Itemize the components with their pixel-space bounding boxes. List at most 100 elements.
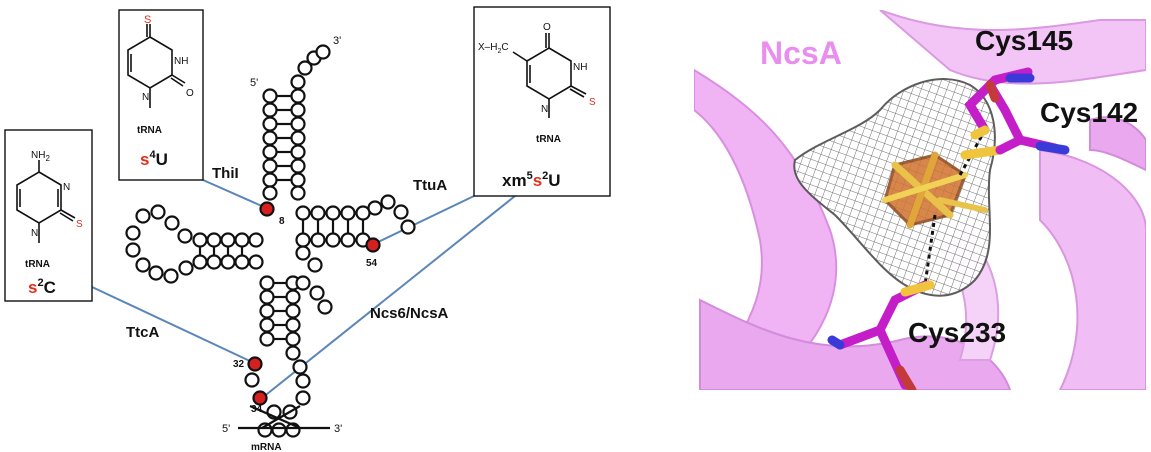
mrna-label: mRNA — [251, 442, 282, 452]
acceptor-3-nuc — [290, 102, 306, 118]
trna-5prime-label: 5' — [250, 77, 258, 89]
position-8-label: 8 — [279, 216, 285, 227]
d-loop-nuc — [135, 257, 151, 273]
d-connector-nuc — [248, 254, 264, 270]
acceptor-5-nuc — [262, 102, 278, 118]
mrna-5prime-label: 5' — [222, 423, 230, 435]
t-stem-nuc — [310, 232, 326, 248]
anticodon-loop-nuc — [252, 390, 268, 406]
s4u-nh: NH — [174, 56, 188, 67]
acceptor-3-nuc — [290, 158, 306, 174]
acceptor-5-nuc — [262, 172, 278, 188]
box-xm5s2u: X–H2C O NH S N tRNA xm5s2U — [473, 6, 611, 197]
callout-thil — [202, 179, 265, 208]
mrna: 5' 3' mRNA — [222, 404, 342, 452]
mrna-codon-nuc — [271, 422, 287, 438]
t-variable-nuc — [307, 257, 323, 273]
acceptor-3-nuc — [290, 88, 306, 104]
anticodon-stem-nuc — [259, 303, 275, 319]
residue-cys233: Cys233 — [908, 317, 1006, 348]
s2c-trna: tRNA — [25, 259, 50, 270]
t-stem-nuc — [340, 205, 356, 221]
variable-loop-nuc — [295, 275, 311, 291]
d-stem-nuc — [234, 254, 250, 270]
acceptor-5-nuc — [262, 144, 278, 160]
callout-ttua — [373, 195, 475, 245]
anticodon-stem-nuc — [259, 275, 275, 291]
t-loop-nuc — [400, 219, 416, 235]
d-stem-nuc — [192, 254, 208, 270]
protein-structure-panel: NcsA Cys145 Cys142 Cys233 — [694, 10, 1146, 390]
anticodon-loop-nuc — [295, 390, 311, 406]
s4u-n: N — [142, 92, 149, 103]
enzyme-ttca: TtcA — [126, 324, 160, 341]
t-stem-nuc — [295, 205, 311, 221]
cys142-sticks — [960, 80, 1070, 160]
s4u-sulfur: S — [144, 14, 151, 26]
fe-s-cluster — [882, 151, 988, 229]
connector-nuc — [262, 185, 278, 201]
s2c-sulfur: S — [76, 219, 83, 230]
enzyme-ncs6: Ncs6/NcsA — [370, 305, 449, 322]
residue-cys142: Cys142 — [1040, 97, 1138, 128]
d-loop-nuc — [125, 242, 141, 258]
xm5s2u-substituent: X–H2C — [478, 42, 509, 55]
d-stem-nuc — [234, 232, 250, 248]
xm5s2u-name: xm5s2U — [502, 170, 561, 190]
position-8-nuc — [259, 201, 275, 217]
acceptor-3-nuc — [290, 172, 306, 188]
anticodon-stem-nuc — [285, 289, 301, 305]
t-stem-nuc — [310, 205, 326, 221]
anticodon-stem-nuc — [285, 317, 301, 333]
box-s2c: NH2 N S N tRNA s2C — [4, 129, 93, 302]
t-loop-nuc — [380, 194, 396, 210]
variable-loop-nuc — [309, 285, 325, 301]
s2c-n-ring: N — [63, 182, 70, 193]
anticodon-stem-nuc — [259, 289, 275, 305]
t-stem-nuc — [325, 205, 341, 221]
enzyme-thil: ThiI — [212, 165, 239, 182]
acceptor-5-nuc — [262, 116, 278, 132]
d-loop-nuc — [135, 208, 151, 224]
d-loop-nuc — [163, 268, 179, 284]
xm5s2u-o: O — [543, 22, 551, 33]
d-loop-nuc — [125, 225, 141, 241]
acceptor-3-nuc — [290, 185, 306, 201]
d-stem-nuc — [220, 254, 236, 270]
t-stem-nuc — [295, 232, 311, 248]
d-loop-nuc — [148, 265, 164, 281]
callout-ttca — [91, 286, 253, 363]
s2c-nh2: NH2 — [31, 150, 50, 163]
position-32-nuc — [247, 356, 263, 372]
anticodon-loop-nuc — [292, 359, 308, 375]
d-loop-nuc — [177, 228, 193, 244]
d-loop-nuc — [150, 204, 166, 220]
trna-3prime-label: 3' — [333, 35, 341, 47]
t-variable-nuc — [295, 245, 311, 261]
d-loop-nuc — [164, 215, 180, 231]
d-stem-nuc — [192, 232, 208, 248]
anticodon-stem-nuc — [285, 331, 301, 347]
anticodon-stem-nuc — [285, 303, 301, 319]
s4u-trna: tRNA — [137, 125, 162, 136]
position-54-label: 54 — [366, 258, 378, 269]
anticodon-loop-nuc — [295, 373, 311, 389]
s4u-name: s4U — [140, 149, 168, 169]
anticodon-loop-nuc — [244, 372, 260, 388]
acceptor-3-nuc — [290, 116, 306, 132]
xm5s2u-trna: tRNA — [536, 134, 561, 145]
cys233-sticks — [827, 280, 935, 390]
anticodon-loop-nuc — [285, 345, 301, 361]
t-stem-nuc — [340, 232, 356, 248]
cys145-sticks — [964, 67, 1035, 140]
variable-loop-nuc — [317, 299, 333, 315]
enzyme-ttua: TtuA — [413, 177, 447, 194]
acceptor-3-nuc — [290, 130, 306, 146]
d-stem-nuc — [206, 254, 222, 270]
d-connector-nuc — [248, 232, 264, 248]
acceptor-overhang-nuc — [297, 60, 313, 76]
s2c-n: N — [31, 228, 38, 239]
xm5s2u-nh: NH — [573, 62, 587, 73]
box-s4u: S NH O N tRNA s4U — [118, 9, 204, 181]
